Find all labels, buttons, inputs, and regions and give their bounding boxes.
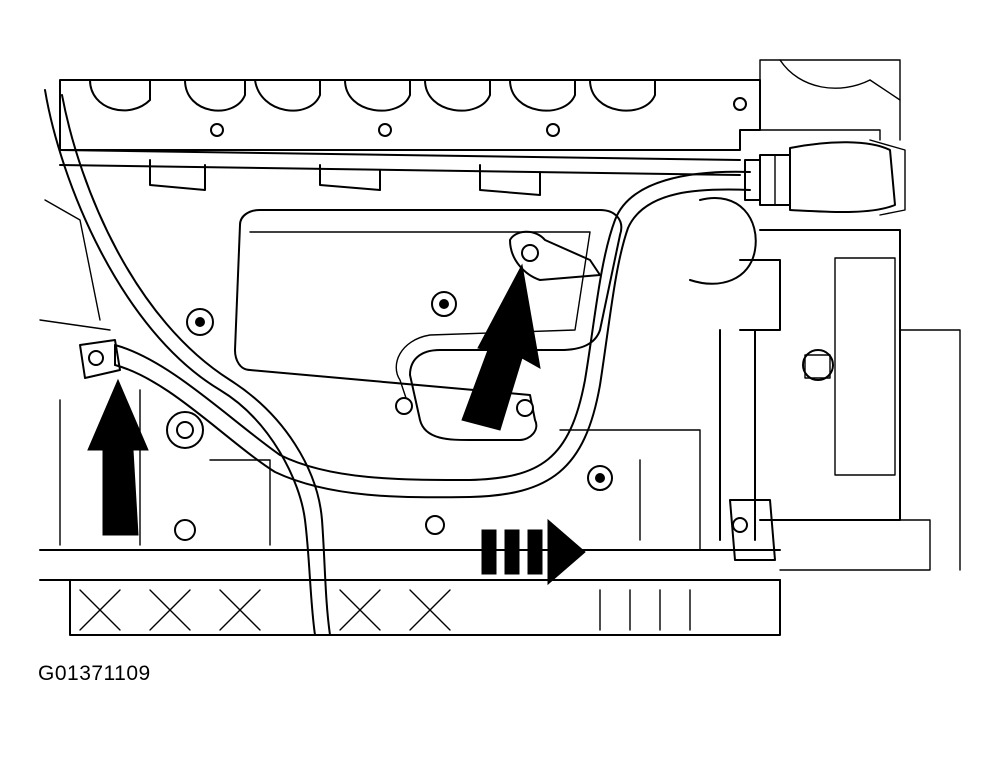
cylinder-block bbox=[59, 59, 901, 196]
arrow-direction-dashed bbox=[481, 518, 586, 586]
right-housing bbox=[689, 197, 961, 571]
figure-id-label: G01371109 bbox=[38, 662, 151, 685]
lower-block bbox=[39, 389, 781, 636]
arrow-left-bracket bbox=[87, 378, 149, 536]
center-bracket bbox=[509, 230, 601, 281]
left-bracket bbox=[79, 339, 121, 379]
left-pipes bbox=[39, 89, 331, 636]
bent-tube bbox=[114, 129, 906, 499]
arrow-center-bracket bbox=[461, 263, 541, 431]
